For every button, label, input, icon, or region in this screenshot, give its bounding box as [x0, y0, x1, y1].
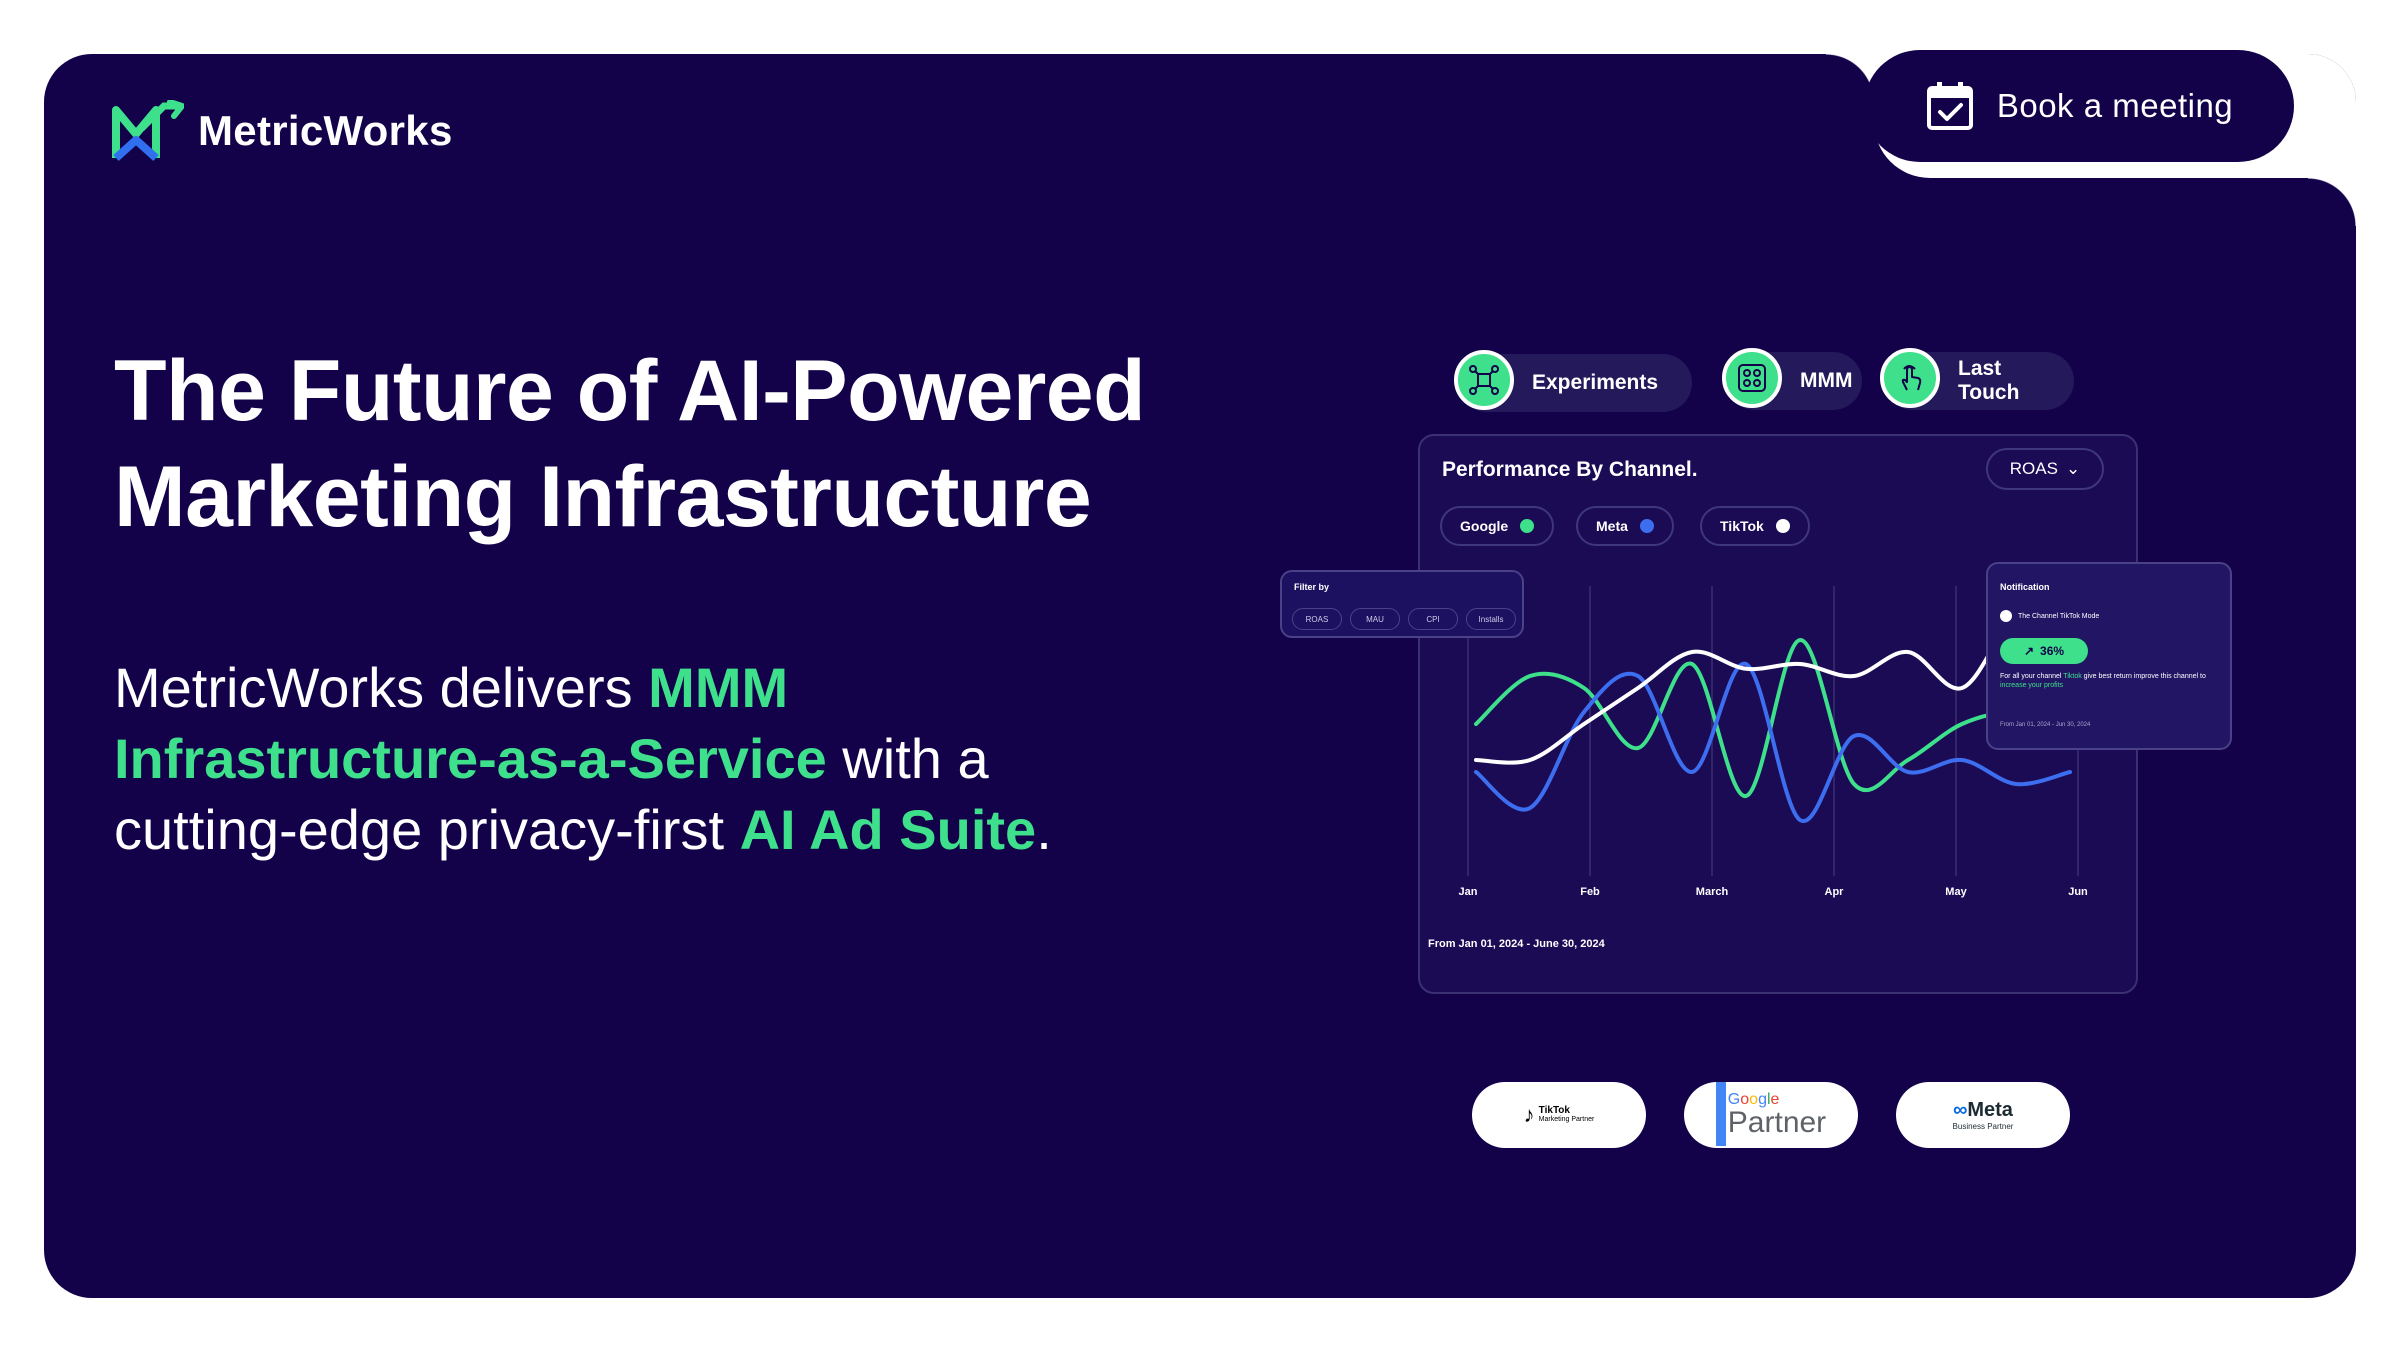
x-tick-label: March — [1695, 886, 1729, 898]
tiktok-note-icon: ♪ — [1523, 1102, 1535, 1127]
headline-line: Marketing Infrastructure — [114, 449, 1092, 545]
partner-name: TikTok — [1538, 1105, 1570, 1116]
chevron-down-icon: ⌄ — [2065, 459, 2081, 478]
subtext-part: . — [1036, 798, 1052, 861]
partner-name: Meta — [1967, 1099, 2013, 1121]
filter-chip-roas[interactable]: ROAS — [1292, 608, 1342, 630]
channel-chip-meta[interactable]: Meta — [1576, 506, 1674, 546]
desc-highlight: increase your profits — [2000, 682, 2064, 689]
notification-line: The Channel TikTok Mode — [2000, 610, 2099, 622]
channel-dot — [1775, 519, 1790, 533]
headline-line: The Future of AI-Powered — [114, 343, 1146, 439]
pill-experiments[interactable]: Experiments — [1454, 350, 1692, 412]
filter-title: Filter by — [1294, 582, 1330, 592]
channel-dot — [1520, 519, 1535, 533]
notch-corner — [2308, 178, 2356, 226]
pill-label: MMM — [1800, 369, 1853, 392]
x-tick-label: Jun — [2068, 886, 2088, 898]
channel-dot — [1639, 519, 1654, 533]
partner-name: Google — [1728, 1092, 1826, 1108]
subtext-highlight: AI Ad Suite — [739, 798, 1037, 861]
series-line-google — [1474, 638, 2072, 798]
notification-description: For all your channel Tiktok give best re… — [2000, 672, 2220, 690]
hero-card: MetricWorks The Future of AI-Powered Mar… — [44, 54, 2356, 1298]
channel-chip-tiktok[interactable]: TikTok — [1700, 506, 1810, 546]
brand-logo[interactable]: MetricWorks — [112, 100, 453, 162]
meta-infinity-icon: ∞ — [1953, 1099, 1968, 1121]
x-tick-label: Jan — [1458, 886, 1478, 898]
tiktok-icon — [2000, 610, 2012, 622]
google-wordmark: Google — [1727, 1091, 1780, 1108]
growth-badge: ↗ 36% — [2000, 638, 2088, 664]
subheadline: MetricWorks delivers MMM Infrastructure-… — [114, 652, 1114, 865]
panel-title: Performance By Channel. — [1442, 458, 1698, 481]
select-value: ROAS — [2009, 459, 2058, 478]
subtext-highlight: MMM Infrastructure-as-a-Service — [114, 656, 827, 790]
series-line-meta — [1474, 661, 2072, 824]
channel-chip-google[interactable]: Google — [1440, 506, 1555, 546]
performance-line-chart — [1467, 586, 2079, 876]
desc-highlight: Tiktok — [2063, 673, 2082, 680]
x-tick-label: Apr — [1824, 886, 1844, 898]
notification-card: Notification The Channel TikTok Mode ↗ 3… — [1986, 562, 2232, 750]
partner-type: Marketing Partner — [1538, 1116, 1595, 1123]
subtext-part: MetricWorks delivers — [114, 656, 649, 719]
book-meeting-button[interactable]: Book a meeting — [1864, 50, 2294, 162]
x-tick-label: May — [1945, 886, 1967, 898]
growth-value: 36% — [2040, 644, 2065, 658]
desc-part: give best return improve this channel to — [2081, 673, 2206, 680]
chart-date-range: From Jan 01, 2024 - June 30, 2024 — [1428, 938, 1605, 950]
google-partner-badge: Google Partner — [1684, 1082, 1858, 1148]
pointer-hand-icon — [1880, 348, 1940, 408]
filter-chip-cpi[interactable]: CPI — [1408, 608, 1458, 630]
channel-label: Meta — [1596, 518, 1628, 534]
metricworks-logo-icon — [112, 100, 184, 161]
filter-chip-installs[interactable]: Installs — [1466, 608, 1516, 630]
filter-chip-mau[interactable]: MAU — [1350, 608, 1400, 630]
notification-text: The Channel TikTok Mode — [2018, 612, 2100, 620]
nodes-icon — [1722, 348, 1782, 408]
pill-last-touch[interactable]: Last Touch — [1880, 348, 2074, 410]
notification-date: From Jan 01, 2024 - Jun 30, 2024 — [2000, 722, 2091, 728]
partner-type: Business Partner — [1952, 1122, 2014, 1131]
book-meeting-label: Book a meeting — [1996, 87, 2234, 124]
headline: The Future of AI-Powered Marketing Infra… — [114, 338, 1314, 550]
subtext-part: with a cutting-edge privacy-first — [114, 727, 989, 861]
tiktok-partner-badge: ♪ TikTok Marketing Partner — [1472, 1082, 1646, 1148]
channel-label: TikTok — [1720, 518, 1764, 534]
desc-part: For all your channel — [2000, 673, 2064, 680]
trend-up-icon: ↗ — [2023, 644, 2035, 658]
filter-card: Filter by ROAS MAU CPI Installs — [1280, 570, 1524, 638]
series-line-tiktok — [1474, 607, 2072, 765]
brand-name: MetricWorks — [198, 107, 453, 154]
metric-select[interactable]: ROAS ⌄ — [1986, 448, 2104, 490]
channel-label: Google — [1460, 518, 1509, 534]
pill-label: Last Touch — [1958, 357, 2020, 404]
pill-mmm[interactable]: MMM — [1722, 348, 1862, 410]
x-tick-label: Feb — [1580, 886, 1600, 898]
meta-partner-badge: ∞Meta Business Partner — [1896, 1082, 2070, 1148]
flask-network-icon — [1454, 350, 1514, 410]
google-accent-bar — [1715, 1082, 1726, 1146]
calendar-check-icon — [1926, 82, 1973, 130]
notification-title: Notification — [2000, 582, 2050, 592]
pill-label: Experiments — [1532, 371, 1659, 394]
partner-type: Partner — [1727, 1106, 1827, 1139]
